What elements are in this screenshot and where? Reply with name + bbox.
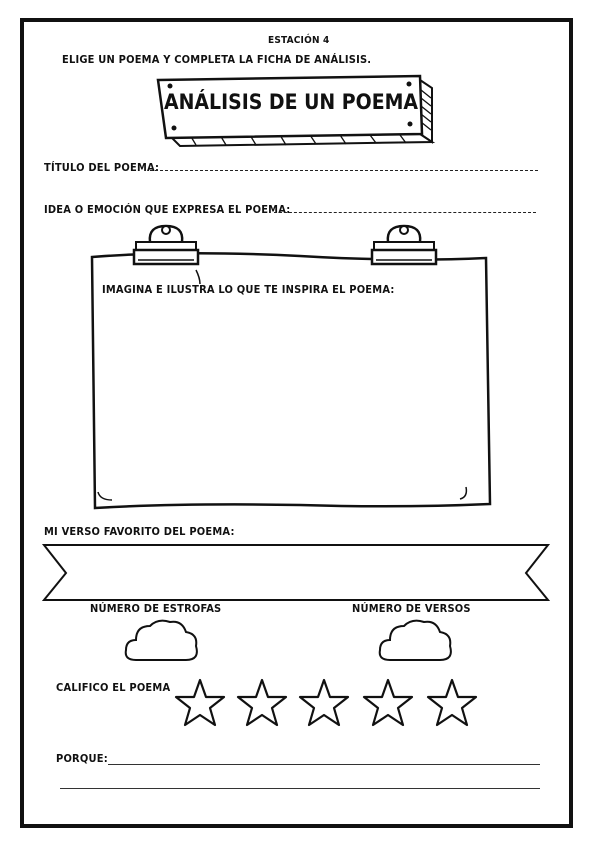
cloud-icon[interactable]: [122, 616, 202, 666]
star-icon[interactable]: [236, 678, 288, 728]
star-icon[interactable]: [426, 678, 478, 728]
star-icon[interactable]: [362, 678, 414, 728]
idea-line[interactable]: [274, 212, 536, 213]
page-title: ANÁLISIS DE UN POEMA: [163, 90, 419, 114]
cloud-icon[interactable]: [376, 616, 456, 666]
favorite-verse-label: MI VERSO FAVORITO DEL POEMA:: [44, 525, 235, 538]
page-border: [20, 18, 573, 828]
star-icon[interactable]: [298, 678, 350, 728]
stanzas-label: NÚMERO DE ESTROFAS: [90, 602, 222, 615]
poem-title-label: TÍTULO DEL POEMA:: [44, 161, 160, 174]
rating-label: CALIFICO EL POEMA: [56, 681, 171, 694]
instructions: ELIGE UN POEMA Y COMPLETA LA FICHA DE AN…: [62, 53, 372, 66]
because-line-1[interactable]: [108, 764, 540, 765]
idea-label: IDEA O EMOCIÓN QUE EXPRESA EL POEMA:: [44, 203, 291, 216]
station-label: ESTACIÓN 4: [268, 35, 330, 46]
star-icon[interactable]: [174, 678, 226, 728]
verses-label: NÚMERO DE VERSOS: [352, 602, 471, 615]
title-banner: [156, 74, 436, 148]
because-label: PORQUE:: [56, 752, 108, 765]
because-line-2[interactable]: [60, 788, 540, 789]
binder-clip-icon: [370, 224, 438, 266]
binder-clip-icon: [132, 224, 200, 266]
poem-title-line[interactable]: [150, 170, 538, 171]
favorite-verse-field[interactable]: [72, 550, 522, 595]
illustrate-label: IMAGINA E ILUSTRA LO QUE TE INSPIRA EL P…: [102, 283, 395, 296]
